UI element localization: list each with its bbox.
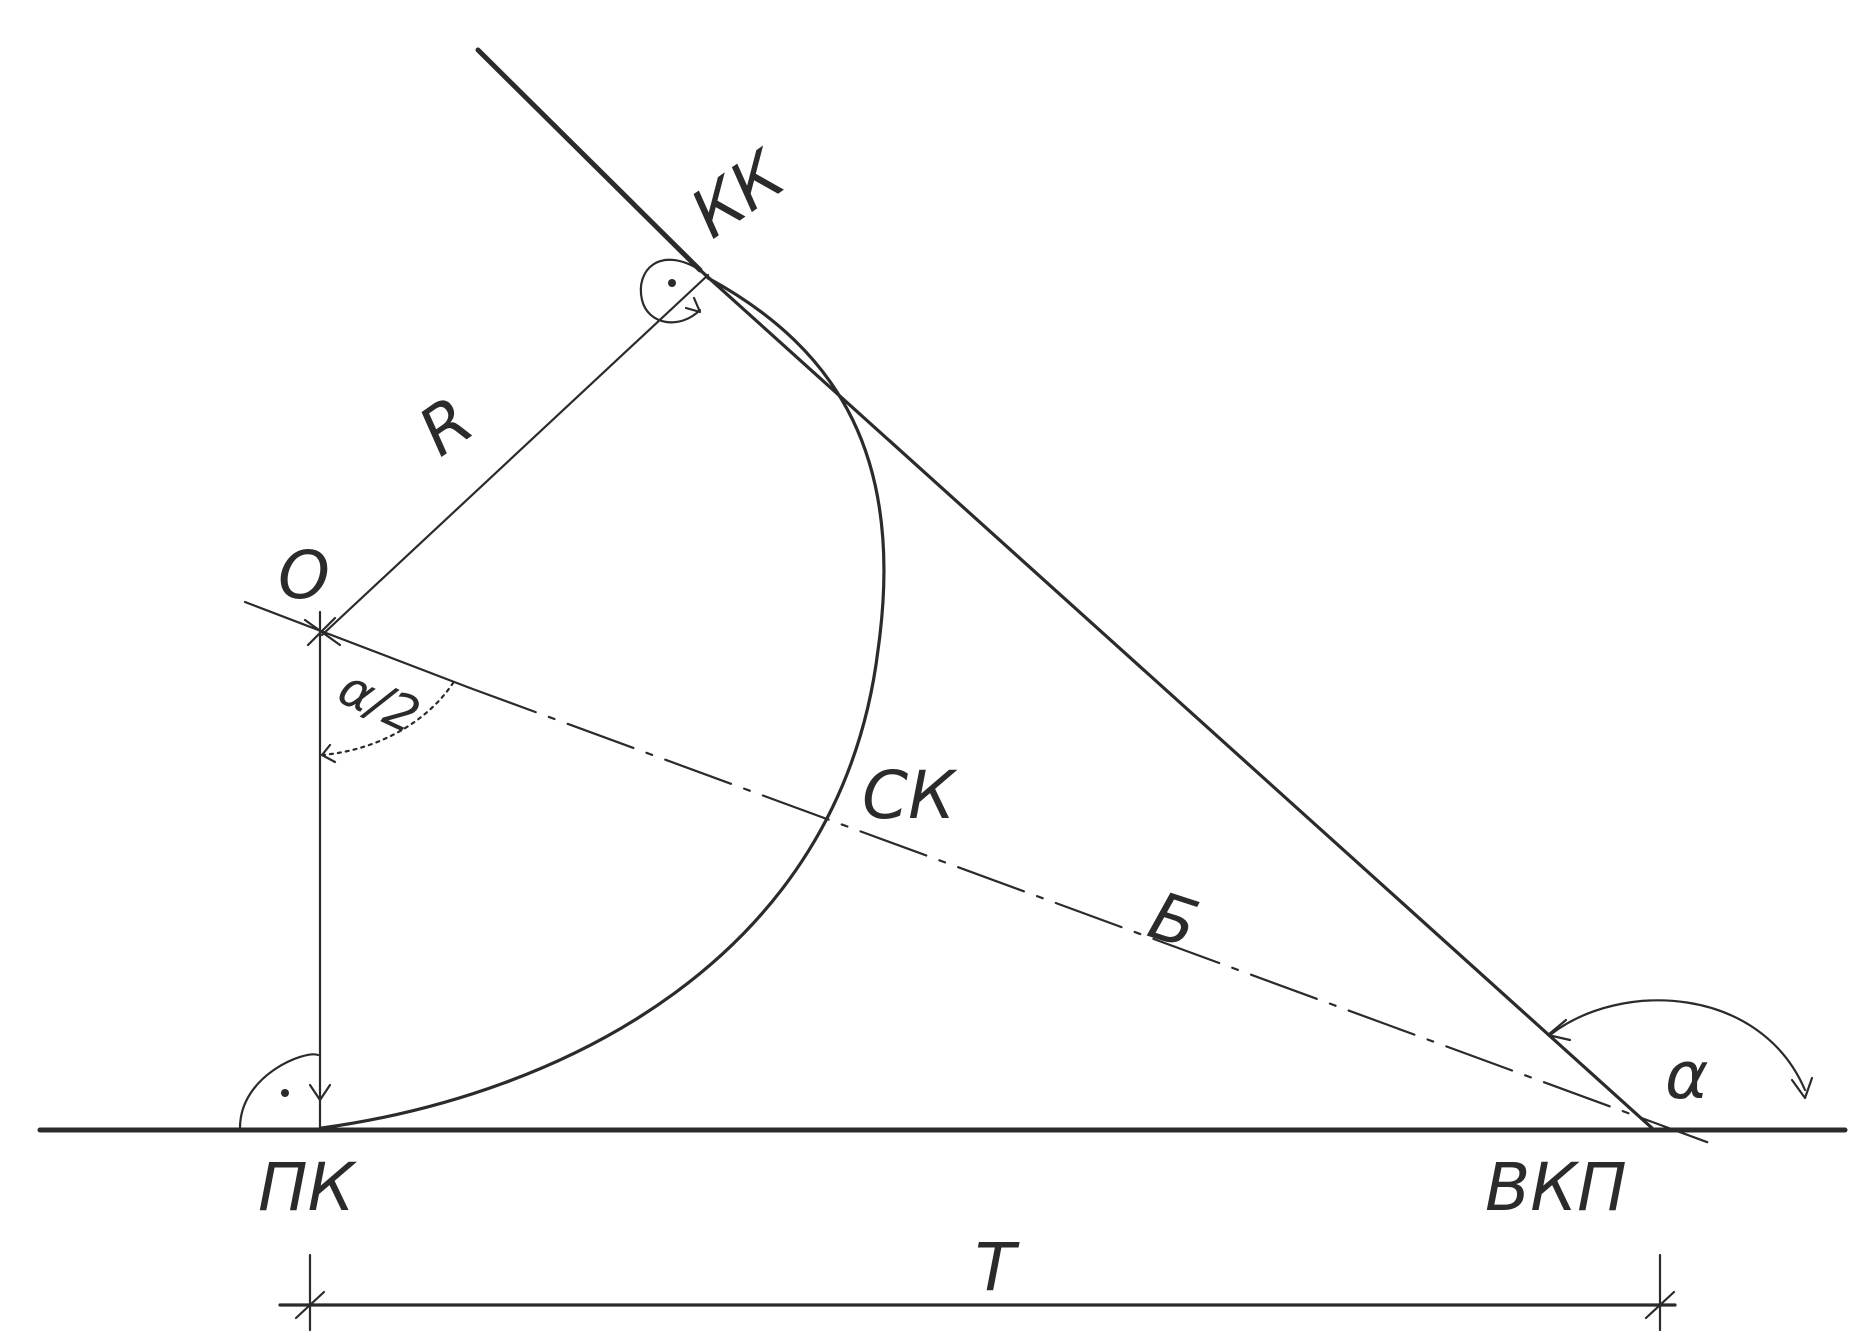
- alpha-angle-arrow: [1790, 1076, 1814, 1100]
- upper-tangent-line: [698, 268, 1654, 1130]
- right-angle-dot-kk: [668, 279, 676, 287]
- dimension-tick-pk: [294, 1290, 326, 1320]
- alpha-angle-arrow-start: [1546, 1018, 1572, 1042]
- label-half-alpha: α/2: [330, 658, 428, 745]
- alpha-angle-arc: [1548, 999, 1807, 1092]
- right-angle-mark-pk: [238, 1053, 320, 1130]
- arrow-head-pk: [308, 1083, 332, 1102]
- bisector-solid-segment: [243, 600, 472, 690]
- label-center-o: O: [278, 537, 330, 614]
- right-angle-mark-kk: [639, 258, 702, 324]
- dimension-tick-vkp: [1644, 1290, 1676, 1320]
- label-radius: R: [405, 382, 487, 471]
- bisector-line: [468, 686, 1717, 1147]
- right-angle-dot-pk: [281, 1089, 289, 1097]
- label-kk: КК: [677, 134, 801, 253]
- label-pk: ПК: [258, 1149, 358, 1226]
- label-tangent-length: T: [975, 1229, 1020, 1306]
- label-alpha: α: [1665, 1037, 1709, 1114]
- label-ck: СК: [862, 757, 958, 834]
- radius-line: [320, 273, 710, 637]
- curve-arc: [320, 276, 886, 1130]
- label-b: Б: [1140, 877, 1207, 964]
- half-angle-arrow: [320, 743, 337, 764]
- arrow-head-kk: [684, 296, 702, 314]
- center-point-o: [303, 616, 342, 647]
- label-vkp: ВКП: [1485, 1149, 1627, 1226]
- upper-tangent-extension: [475, 47, 703, 273]
- half-angle-arc: [320, 678, 457, 757]
